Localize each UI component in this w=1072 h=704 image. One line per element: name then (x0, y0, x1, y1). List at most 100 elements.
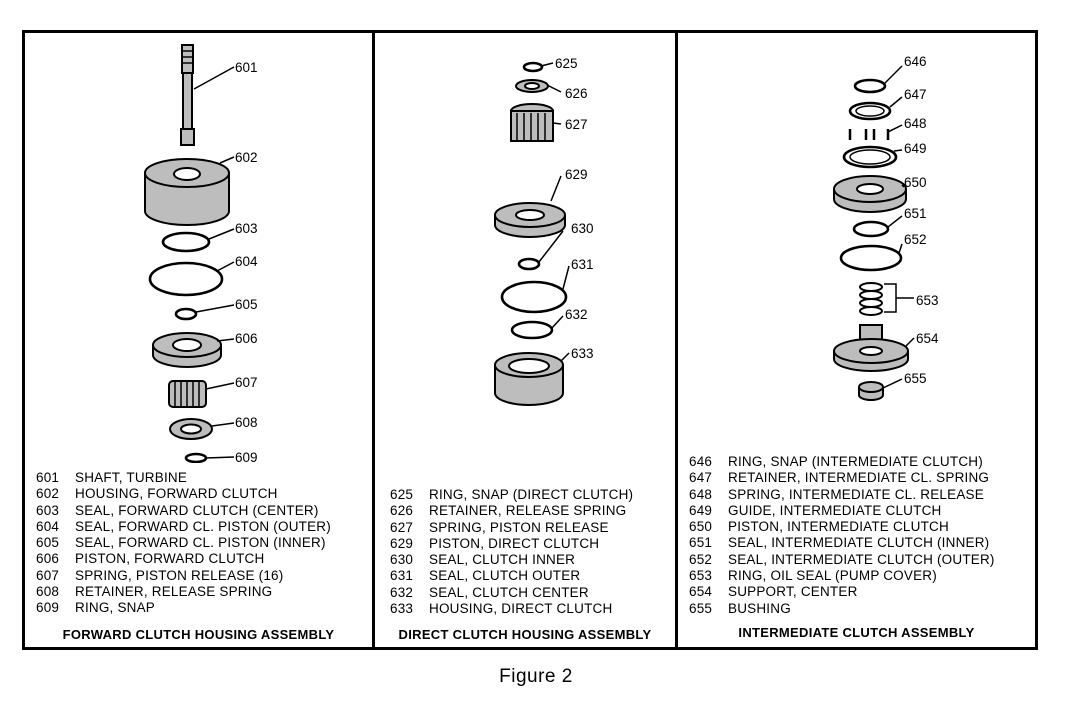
part-description: SHAFT, TURBINE (75, 470, 188, 485)
parts-list-item: 631 SEAL, CLUTCH OUTER (390, 568, 633, 584)
part-number: 653 (689, 568, 713, 584)
callout-601: 601 (235, 60, 258, 75)
part-649-guide (842, 145, 898, 169)
part-description: SEAL, CLUTCH OUTER (429, 568, 581, 584)
part-number: 629 (390, 535, 414, 551)
callout-606: 606 (235, 331, 258, 346)
callout-605: 605 (235, 297, 258, 312)
part-description: GUIDE, INTERMEDIATE CLUTCH (728, 502, 942, 518)
callout-631: 631 (571, 257, 594, 272)
part-647-spring-retainer (848, 101, 892, 121)
part-number: 625 (390, 487, 414, 502)
part-603-seal-center (161, 231, 211, 253)
part-number: 607 (36, 567, 60, 583)
part-description: SEAL, FORWARD CLUTCH (CENTER) (75, 502, 319, 518)
part-description: SPRING, INTERMEDIATE CL. RELEASE (728, 486, 984, 502)
part-604-seal-outer (148, 261, 224, 297)
part-description: RING, SNAP (75, 600, 156, 616)
part-631-seal-outer (500, 280, 568, 314)
callout-649: 649 (904, 141, 927, 156)
part-number: 631 (390, 568, 414, 584)
part-number: 601 (36, 470, 60, 485)
part-number: 604 (36, 518, 60, 534)
part-number: 652 (689, 551, 713, 567)
callout-648: 648 (904, 116, 927, 131)
part-646-snap-ring (853, 78, 887, 94)
parts-list-item: 629 PISTON, DIRECT CLUTCH (390, 536, 633, 552)
part-description: SUPPORT, CENTER (728, 584, 858, 600)
callout-652: 652 (904, 232, 927, 247)
callout-625: 625 (555, 56, 578, 71)
part-number: 609 (36, 600, 60, 616)
forward-clutch-exploded-view: 601 602 603 604 605 606 607 608 609 (144, 44, 258, 463)
callout-653: 653 (916, 293, 939, 308)
parts-list-item: 604 SEAL, FORWARD CL. PISTON (OUTER) (36, 519, 331, 535)
panel-divider (372, 33, 375, 647)
part-description: SEAL, INTERMEDIATE CLUTCH (INNER) (728, 535, 990, 551)
parts-list-item: 650 PISTON, INTERMEDIATE CLUTCH (689, 519, 995, 535)
part-number: 654 (689, 584, 713, 600)
parts-list-item: 601 SHAFT, TURBINE (36, 470, 331, 486)
part-number: 632 (390, 584, 414, 600)
part-description: PISTON, INTERMEDIATE CLUTCH (728, 519, 949, 535)
part-description: BUSHING (728, 600, 791, 616)
part-description: PISTON, DIRECT CLUTCH (429, 535, 600, 551)
parts-list-item: 648 SPRING, INTERMEDIATE CL. RELEASE (689, 487, 995, 503)
callout-626: 626 (565, 86, 588, 101)
callout-646: 646 (904, 54, 927, 69)
part-606-forward-clutch-piston (152, 332, 222, 368)
panel-divider (675, 33, 678, 647)
part-654-center-support (833, 324, 909, 372)
callout-608: 608 (235, 415, 258, 430)
part-description: SEAL, FORWARD CL. PISTON (OUTER) (75, 518, 331, 534)
part-632-seal-center (510, 320, 554, 340)
part-number: 648 (689, 486, 713, 502)
callout-603: 603 (235, 221, 258, 236)
callout-629: 629 (565, 167, 588, 182)
callout-654: 654 (916, 331, 939, 346)
callout-602: 602 (235, 150, 258, 165)
parts-list-item: 633 HOUSING, DIRECT CLUTCH (390, 601, 633, 617)
part-650-intermediate-piston (833, 175, 907, 213)
part-602-forward-clutch-housing (144, 158, 230, 226)
part-651-seal-inner (852, 220, 890, 238)
callout-632: 632 (565, 307, 588, 322)
part-description: HOUSING, DIRECT CLUTCH (429, 601, 613, 617)
part-648-release-springs (848, 129, 890, 140)
part-number: 646 (689, 454, 713, 469)
parts-list-item: 609 RING, SNAP (36, 600, 331, 616)
part-number: 633 (390, 601, 414, 617)
part-609-snap-ring (184, 452, 208, 463)
part-630-seal-inner (517, 257, 541, 271)
callout-647: 647 (904, 87, 927, 102)
part-655-bushing (858, 381, 884, 401)
part-description: SEAL, CLUTCH INNER (429, 552, 576, 568)
part-description: SPRING, PISTON RELEASE (429, 519, 609, 535)
part-number: 655 (689, 600, 713, 616)
part-description: SPRING, PISTON RELEASE (16) (75, 567, 284, 583)
figure-caption: Figure 2 (499, 666, 573, 687)
part-number: 651 (689, 535, 713, 551)
part-number: 650 (689, 519, 713, 535)
callout-630: 630 (571, 221, 594, 236)
part-626-release-spring-retainer (515, 79, 549, 93)
part-description: SEAL, FORWARD CL. PISTON (INNER) (75, 535, 326, 551)
part-number: 626 (390, 503, 414, 519)
part-652-seal-outer (839, 244, 903, 272)
parts-list-item: 654 SUPPORT, CENTER (689, 584, 995, 600)
part-605-seal-inner (174, 307, 198, 321)
callout-633: 633 (571, 346, 594, 361)
callout-651: 651 (904, 206, 927, 221)
part-601-turbine-shaft (180, 44, 195, 146)
part-number: 606 (36, 551, 60, 567)
